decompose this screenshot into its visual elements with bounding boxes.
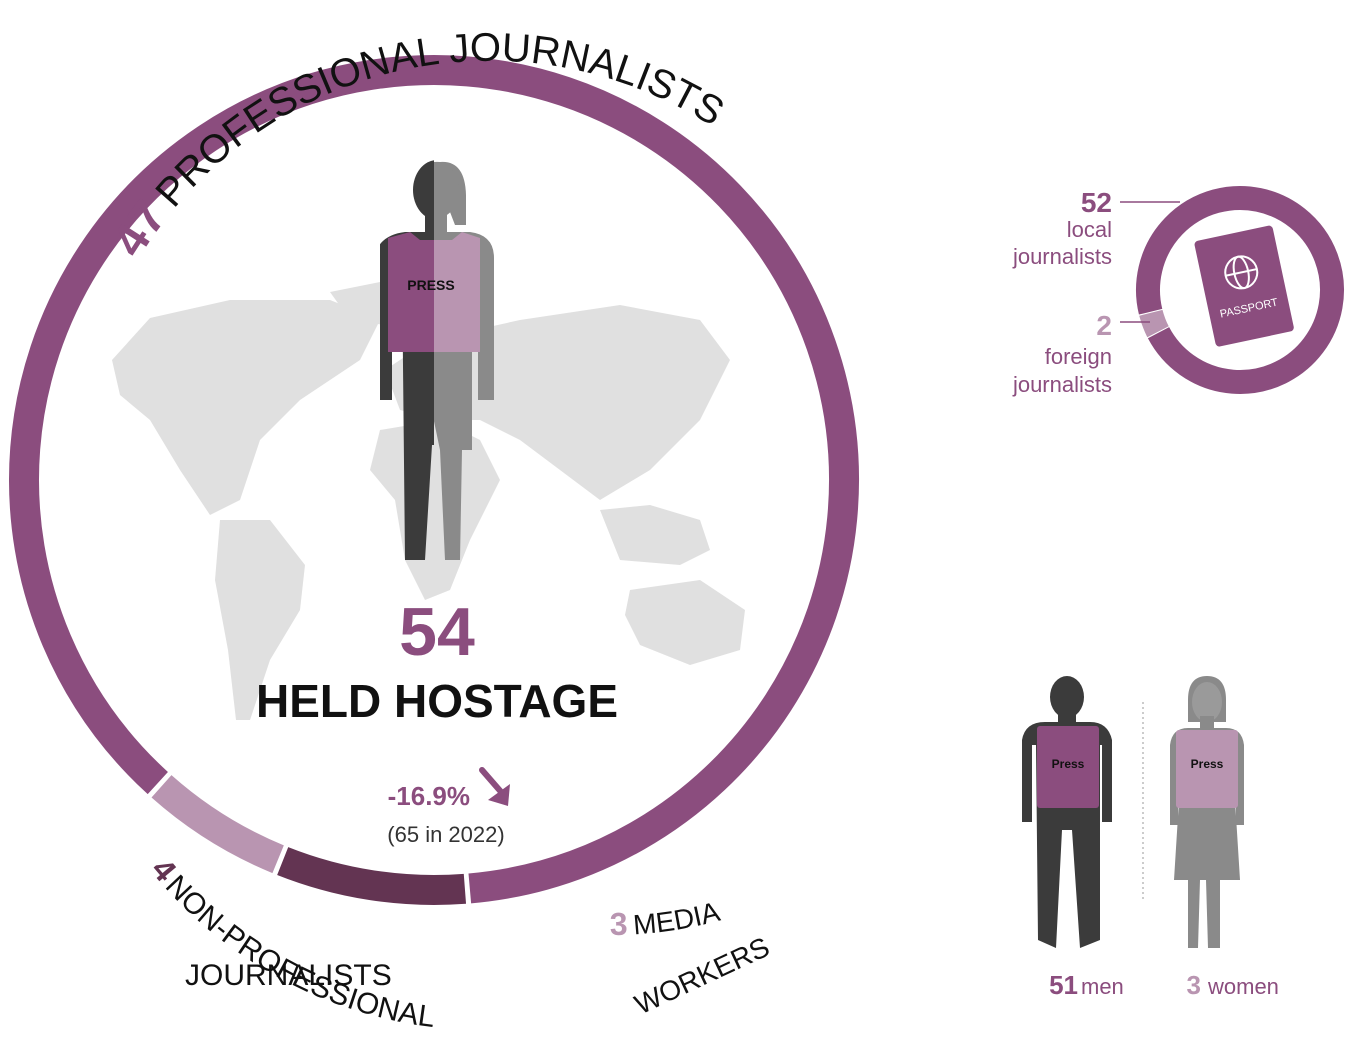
foreign-label-line2: journalists: [1012, 372, 1112, 397]
man-vest-label: Press: [1052, 757, 1085, 771]
woman-vest-label: Press: [1191, 757, 1224, 771]
change-percent: -16.9%: [388, 781, 470, 811]
main-title: HELD HOSTAGE: [256, 675, 618, 727]
women-label: women: [1207, 974, 1279, 999]
foreign-count: 2: [1096, 310, 1112, 341]
press-vest-figure-icon: PRESS: [380, 160, 494, 560]
foreign-label-line1: foreign: [1045, 344, 1112, 369]
local-label-line1: local: [1067, 217, 1112, 242]
media-workers-count-label: 3: [609, 906, 628, 942]
media-workers-label-line2: WORKERS: [630, 931, 774, 1020]
total-count: 54: [399, 594, 475, 670]
non-professional-label-line2: JOURNALISTS: [185, 959, 392, 992]
main-ring-segment-0: [9, 55, 859, 904]
men-label: men: [1081, 974, 1124, 999]
main-ring-segment-1: [277, 847, 467, 905]
local-count: 52: [1081, 187, 1112, 218]
passport-icon: PASSPORT: [1194, 225, 1294, 347]
main-ring: [9, 55, 859, 905]
media-workers-label: MEDIA: [632, 896, 723, 941]
previous-year-note: (65 in 2022): [387, 822, 504, 847]
main-ring-segment-2: [151, 775, 284, 874]
origin-donut: [1136, 185, 1344, 394]
arrow-down-right-icon: [479, 767, 510, 806]
men-count: 51: [1049, 970, 1078, 1000]
women-count: 3: [1187, 970, 1201, 1000]
origin-ring-segment-1: [1139, 309, 1169, 338]
man-press-figure-icon: Press: [1022, 676, 1112, 948]
local-label-line2: journalists: [1012, 244, 1112, 269]
woman-press-figure-icon: Press: [1170, 676, 1244, 948]
origin-ring-segment-0: [1136, 185, 1344, 394]
vest-press-label: PRESS: [407, 277, 454, 293]
